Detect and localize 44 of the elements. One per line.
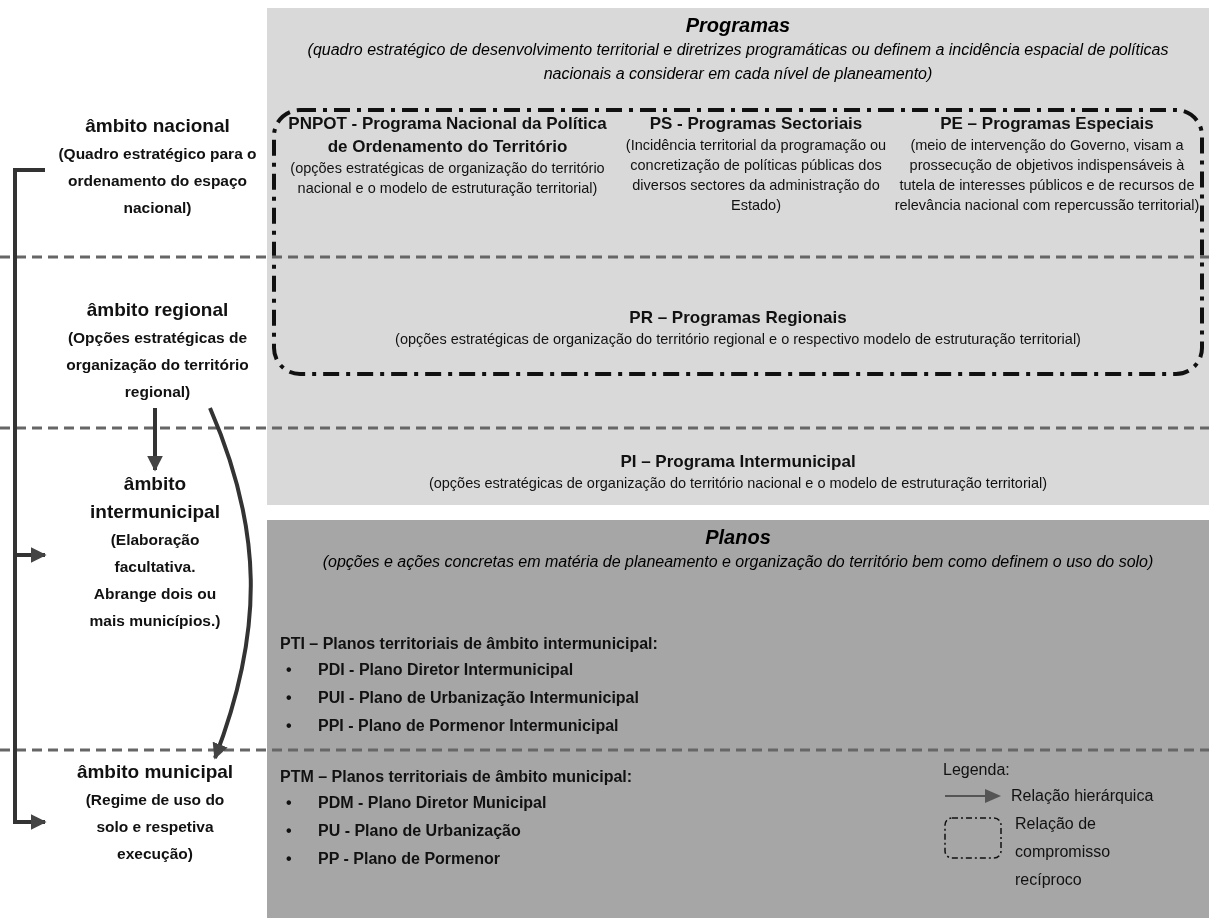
section-panel — [267, 520, 1209, 918]
level-title: âmbito intermunicipal — [89, 472, 221, 524]
panel-description: (quadro estratégico de desenvolvimento territorial e diretrizes programáticas ou definem a incidência espacial de políticas nacionais a considerar em cada nível de planeamento) — [306, 40, 1170, 84]
bullet: • — [285, 660, 293, 680]
bullet: • — [285, 849, 293, 869]
program-title: PE – Programas Especiais — [939, 113, 1155, 135]
program-title: PI – Programa Intermunicipal — [619, 451, 857, 473]
level-description: (Elaboração facultativa. Abrange dois ou mais municípios.) — [88, 530, 222, 631]
level-title: âmbito nacional — [84, 114, 231, 138]
legend-title: Legenda: — [943, 760, 1011, 780]
bullet: • — [285, 688, 293, 708]
program-description: (opções estratégicas de organização do território nacional e o modelo de estruturação territorial) — [289, 159, 606, 198]
level-title: âmbito municipal — [75, 760, 235, 784]
program-title: PR – Programas Regionais — [628, 307, 848, 329]
bullet: • — [285, 793, 293, 813]
level-description: (Quadro estratégico para o ordenamento do espaço nacional) — [57, 144, 258, 218]
hierarchy-arrow — [208, 407, 253, 760]
hierarchy-arrow — [147, 408, 163, 472]
plan-list-heading: PTI – Planos territoriais de âmbito intermunicipal: — [280, 634, 658, 654]
program-description: (Incidência territorial da programação ou concretização de políticas públicas dos diversos sectores da administração do Estado) — [624, 136, 888, 215]
plan-list-item: PPI - Plano de Pormenor Intermunicipal — [318, 716, 619, 736]
plan-list-heading: PTM – Planos territoriais de âmbito municipal: — [280, 767, 633, 787]
level-title: âmbito regional — [85, 298, 230, 322]
bullet: • — [285, 716, 293, 736]
hierarchy-arrow — [13, 168, 47, 830]
plan-list-item: PDM - Plano Diretor Municipal — [318, 793, 547, 813]
plan-list-item: PDI - Plano Diretor Intermunicipal — [318, 660, 574, 680]
program-description: (opções estratégicas de organização do território regional e o respectivo modelo de estruturação territorial) — [394, 330, 1082, 349]
panel-description: (opções e ações concretas em matéria de planeamento e organização do território bem como definem o uso do solo) — [321, 552, 1155, 572]
section-panel — [267, 8, 1209, 505]
plan-list-item: PU - Plano de Urbanização — [318, 821, 521, 841]
program-title: PS - Programas Sectoriais — [648, 113, 864, 135]
program-title: PNPOT - Programa Nacional da Política de Ordenamento do Território — [287, 113, 608, 158]
level-description: (Regime de uso do solo e respetiva execução) — [84, 790, 226, 864]
panel-title: Programas — [684, 13, 792, 38]
panel-title: Planos — [704, 525, 772, 550]
level-description: (Opções estratégicas de organização do território regional) — [65, 328, 250, 402]
program-description: (opções estratégicas de organização do território nacional e o modelo de estruturação territorial) — [427, 474, 1049, 493]
plan-list-item: PP - Plano de Pormenor — [318, 849, 500, 869]
plan-list-item: PUI - Plano de Urbanização Intermunicipal — [318, 688, 639, 708]
program-description: (meio de intervenção do Governo, visam a prossecução de objetivos indispensáveis à tutela de interesses públicos e de recursos de relevância nacional com repercussão territorial) — [894, 136, 1200, 215]
bullet: • — [285, 821, 293, 841]
legend-text: Relação de compromisso recíproco — [1015, 814, 1112, 890]
legend-text: Relação hierárquica — [1011, 786, 1154, 806]
